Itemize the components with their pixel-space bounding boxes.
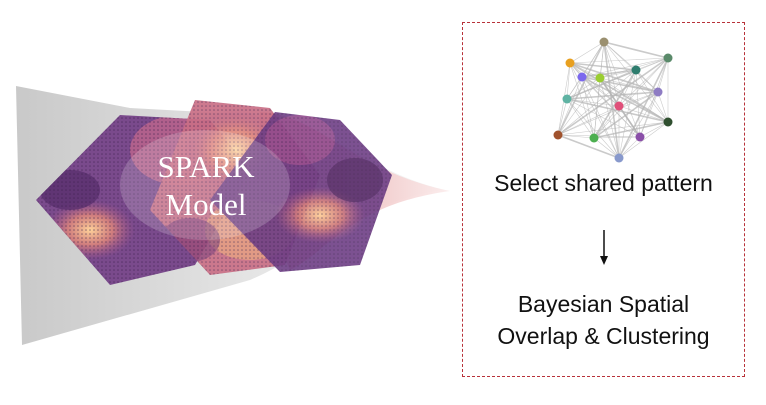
network-edge <box>557 134 595 139</box>
network-node <box>553 130 563 140</box>
network-edge <box>581 76 595 139</box>
model-label-line2: Model <box>165 187 247 222</box>
network-node <box>595 73 605 83</box>
network-edge <box>581 57 669 78</box>
network-edge <box>569 62 637 71</box>
network-node <box>663 117 673 127</box>
network-edge <box>618 57 669 159</box>
network-edge <box>557 121 669 136</box>
network-edge <box>639 57 669 138</box>
network-graph-icon <box>553 37 673 163</box>
network-edge <box>569 41 605 64</box>
network-edge <box>566 91 659 100</box>
network-edge <box>618 136 641 159</box>
network-node <box>577 72 587 82</box>
pipeline-panel <box>462 22 745 377</box>
select-pattern-step: Select shared pattern <box>494 170 713 196</box>
network-node <box>635 132 645 142</box>
network-edge <box>566 62 571 100</box>
clustering-step-line1: Bayesian Spatial <box>517 291 690 317</box>
network-edge <box>603 41 669 59</box>
network-node <box>614 101 624 111</box>
network-edge <box>569 62 659 93</box>
network-edge <box>581 76 659 93</box>
network-edge <box>581 76 641 138</box>
network-edge <box>593 57 669 139</box>
network-edge <box>569 57 669 64</box>
network-edge <box>557 57 669 136</box>
network-edge <box>657 57 669 93</box>
network-edge <box>581 76 669 123</box>
network-edge <box>566 98 669 123</box>
network-edge <box>581 69 637 78</box>
network-node <box>614 153 624 163</box>
network-edge <box>618 105 641 138</box>
network-edge <box>639 121 669 138</box>
network-edge <box>618 91 659 159</box>
network-edge <box>599 77 669 123</box>
network-edge <box>566 57 669 100</box>
network-edge <box>557 105 620 136</box>
network-edge <box>557 41 605 136</box>
clustering-step-line2: Overlap & Clustering <box>497 323 710 349</box>
network-node <box>589 133 599 143</box>
network-edge <box>593 137 620 159</box>
network-edge <box>593 121 669 139</box>
network-node <box>653 87 663 97</box>
network-edge <box>593 91 659 139</box>
network-edge <box>603 41 669 123</box>
network-edge <box>557 98 568 136</box>
network-edge <box>603 41 659 93</box>
network-edge <box>635 69 641 138</box>
network-node <box>565 58 575 68</box>
network-node <box>631 65 641 75</box>
network-edge <box>557 91 659 136</box>
network-edge <box>618 121 669 159</box>
network-edge <box>593 136 641 139</box>
network-edge <box>618 105 669 123</box>
network-edge <box>581 76 620 159</box>
network-edge <box>657 91 669 123</box>
down-arrow-icon <box>600 230 608 265</box>
network-edge <box>557 69 637 136</box>
network-edge <box>618 91 659 107</box>
network-edge <box>557 134 641 138</box>
network-edge <box>639 91 659 138</box>
network-edge <box>618 57 669 107</box>
network-edge <box>557 134 620 159</box>
label-haze <box>120 130 290 240</box>
network-node <box>663 53 673 63</box>
network-edge <box>557 76 583 136</box>
network-node <box>562 94 572 104</box>
clustering-step: Bayesian Spatial Overlap & Clustering <box>462 288 745 352</box>
network-edge <box>566 77 601 100</box>
network-node <box>599 37 609 47</box>
network-edge <box>581 76 620 107</box>
model-label-line1: SPARK <box>157 149 255 184</box>
model-label: SPARK Model <box>118 148 294 224</box>
network-edge <box>566 98 620 159</box>
